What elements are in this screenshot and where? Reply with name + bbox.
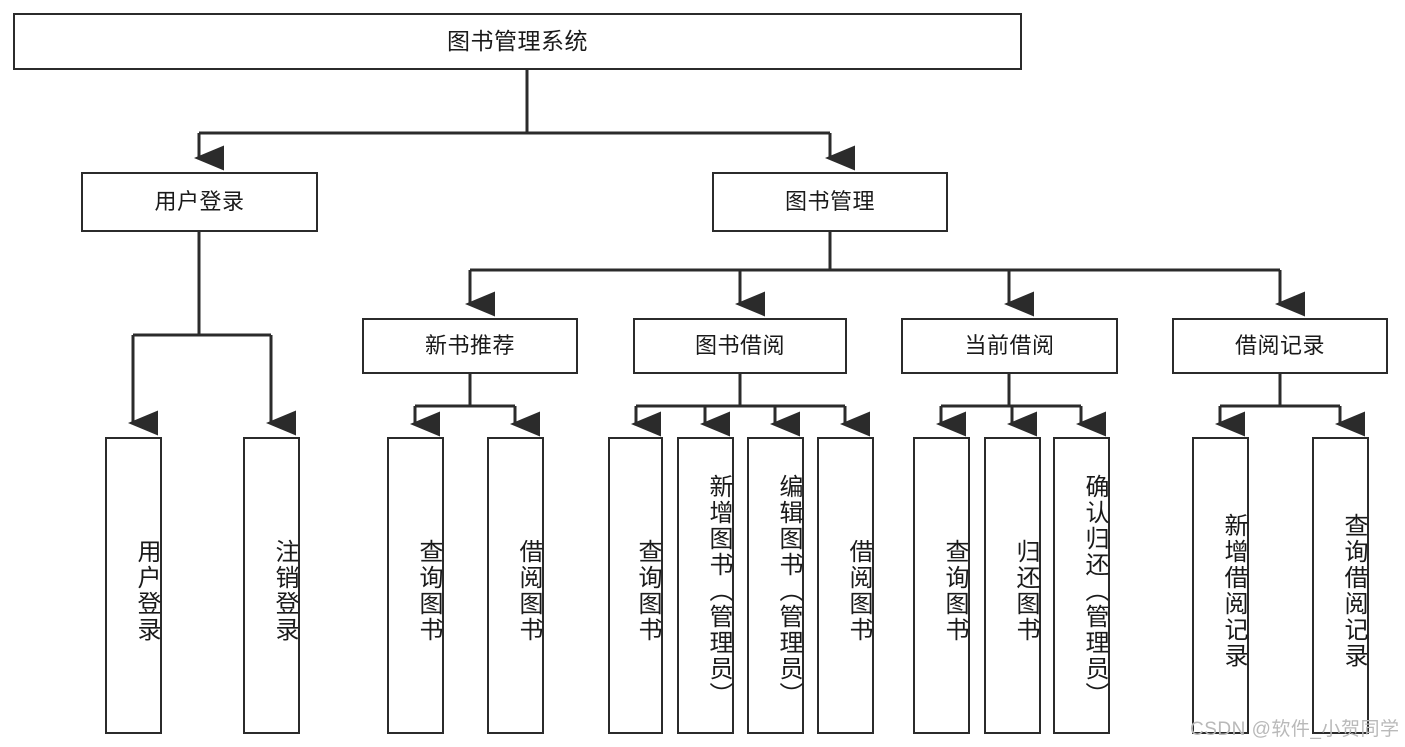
node-leaf-add-borrow-record[interactable]: 新增借阅记录 bbox=[1192, 437, 1249, 734]
node-leaf-add-book-admin[interactable]: 新增图书（管理员） bbox=[677, 437, 734, 734]
node-label: 借阅图书 bbox=[515, 538, 542, 643]
node-book-borrow[interactable]: 图书借阅 bbox=[633, 318, 847, 374]
node-leaf-borrow-book-recommend[interactable]: 借阅图书 bbox=[487, 437, 544, 734]
node-label: 新增借阅记录 bbox=[1220, 512, 1247, 669]
node-label: 用户登录 bbox=[133, 538, 160, 643]
node-label: 图书管理系统 bbox=[447, 27, 588, 54]
node-leaf-query-book-recommend[interactable]: 查询图书 bbox=[387, 437, 444, 734]
node-leaf-user-login[interactable]: 用户登录 bbox=[105, 437, 162, 734]
node-label: 用户登录 bbox=[154, 188, 245, 214]
node-leaf-logout-login[interactable]: 注销登录 bbox=[243, 437, 300, 734]
node-new-book-recommend[interactable]: 新书推荐 bbox=[362, 318, 578, 374]
node-label: 当前借阅 bbox=[964, 332, 1055, 358]
node-leaf-return-book[interactable]: 归还图书 bbox=[984, 437, 1041, 734]
node-label: 借阅图书 bbox=[845, 538, 872, 643]
node-label: 查询图书 bbox=[941, 538, 968, 643]
node-label: 注销登录 bbox=[271, 538, 298, 643]
node-leaf-query-book-borrow[interactable]: 查询图书 bbox=[608, 437, 663, 734]
node-leaf-query-borrow-record[interactable]: 查询借阅记录 bbox=[1312, 437, 1369, 734]
node-leaf-query-book-current[interactable]: 查询图书 bbox=[913, 437, 970, 734]
node-leaf-borrow-book[interactable]: 借阅图书 bbox=[817, 437, 874, 734]
node-label: 确认归还（管理员） bbox=[1081, 473, 1108, 708]
node-label: 借阅记录 bbox=[1234, 332, 1325, 358]
node-borrow-record[interactable]: 借阅记录 bbox=[1172, 318, 1388, 374]
node-book-management[interactable]: 图书管理 bbox=[712, 172, 948, 232]
node-label: 查询借阅记录 bbox=[1340, 512, 1367, 669]
node-label: 查询图书 bbox=[415, 538, 442, 643]
node-label: 图书借阅 bbox=[694, 332, 785, 358]
node-leaf-confirm-return-admin[interactable]: 确认归还（管理员） bbox=[1053, 437, 1110, 734]
node-label: 归还图书 bbox=[1012, 538, 1039, 643]
node-label: 查询图书 bbox=[634, 538, 661, 643]
node-label: 图书管理 bbox=[784, 188, 875, 214]
csdn-watermark: CSDN @软件_小贺同学 bbox=[1190, 719, 1400, 740]
node-leaf-edit-book-admin[interactable]: 编辑图书（管理员） bbox=[747, 437, 804, 734]
node-user-login[interactable]: 用户登录 bbox=[81, 172, 318, 232]
node-label: 新增图书（管理员） bbox=[705, 473, 732, 708]
node-root-book-management-system[interactable]: 图书管理系统 bbox=[13, 13, 1022, 70]
node-label: 新书推荐 bbox=[424, 332, 515, 358]
node-label: 编辑图书（管理员） bbox=[775, 473, 802, 708]
node-current-borrow[interactable]: 当前借阅 bbox=[901, 318, 1118, 374]
